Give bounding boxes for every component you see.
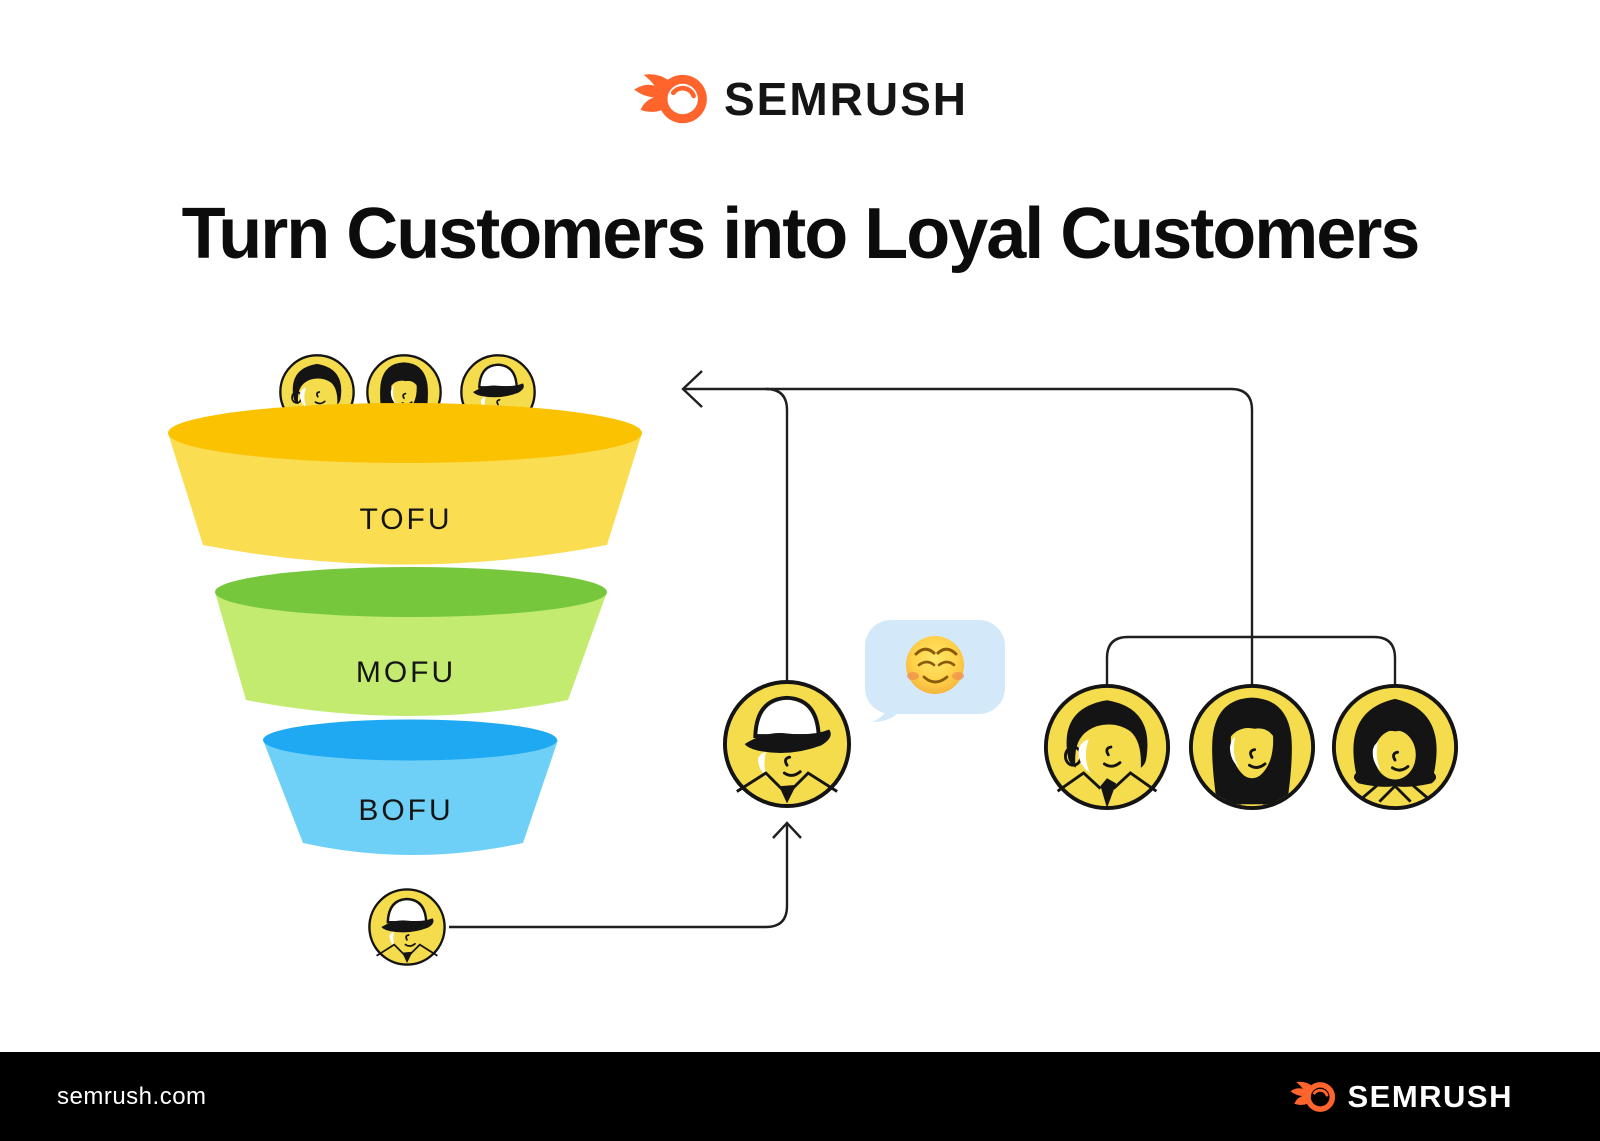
- semrush-logo: SEMRUSH: [632, 70, 968, 128]
- funnel-label-mofu: MOFU: [355, 656, 457, 689]
- semrush-flame-icon: [634, 74, 707, 124]
- funnel-stage-bofu: [263, 719, 558, 855]
- semrush-wordmark: SEMRUSH: [723, 73, 969, 125]
- funnel-stage-mofu: [215, 567, 607, 716]
- avatar-loyal-customer: [722, 679, 852, 809]
- avatar-referred-woman-bob: [1331, 683, 1459, 811]
- footer-website: semrush.com: [57, 1082, 207, 1110]
- speech-bubble: [865, 620, 1005, 722]
- smiling-emoji-icon: [906, 636, 964, 694]
- page-title: Turn Customers into Loyal Customers: [181, 194, 1421, 274]
- new-customer-line: [449, 824, 789, 929]
- funnel-stage-tofu: [168, 403, 642, 565]
- footer-bar: semrush.com SEMRUSH: [0, 1052, 1600, 1141]
- funnel-label-bofu: BOFU: [358, 794, 454, 827]
- semrush-flame-icon: [1290, 1081, 1336, 1112]
- flow-connectors: [449, 370, 1397, 929]
- arrowhead-left: [681, 370, 703, 408]
- referred-customer-avatars: [1043, 683, 1459, 811]
- loop-back-line: [684, 387, 1254, 684]
- avatar-referred-woman-long: [1188, 683, 1316, 811]
- arrowhead-up: [772, 821, 802, 839]
- loyal-customer-line: [765, 387, 789, 681]
- footer-semrush-logo: SEMRUSH: [1289, 1079, 1513, 1115]
- avatar-new-customer: [368, 888, 446, 966]
- referral-bracket: [1105, 635, 1397, 684]
- footer-semrush-wordmark: SEMRUSH: [1347, 1078, 1513, 1114]
- marketing-funnel: [168, 403, 642, 855]
- funnel-label-tofu: TOFU: [359, 503, 453, 536]
- avatar-referred-man: [1043, 683, 1171, 811]
